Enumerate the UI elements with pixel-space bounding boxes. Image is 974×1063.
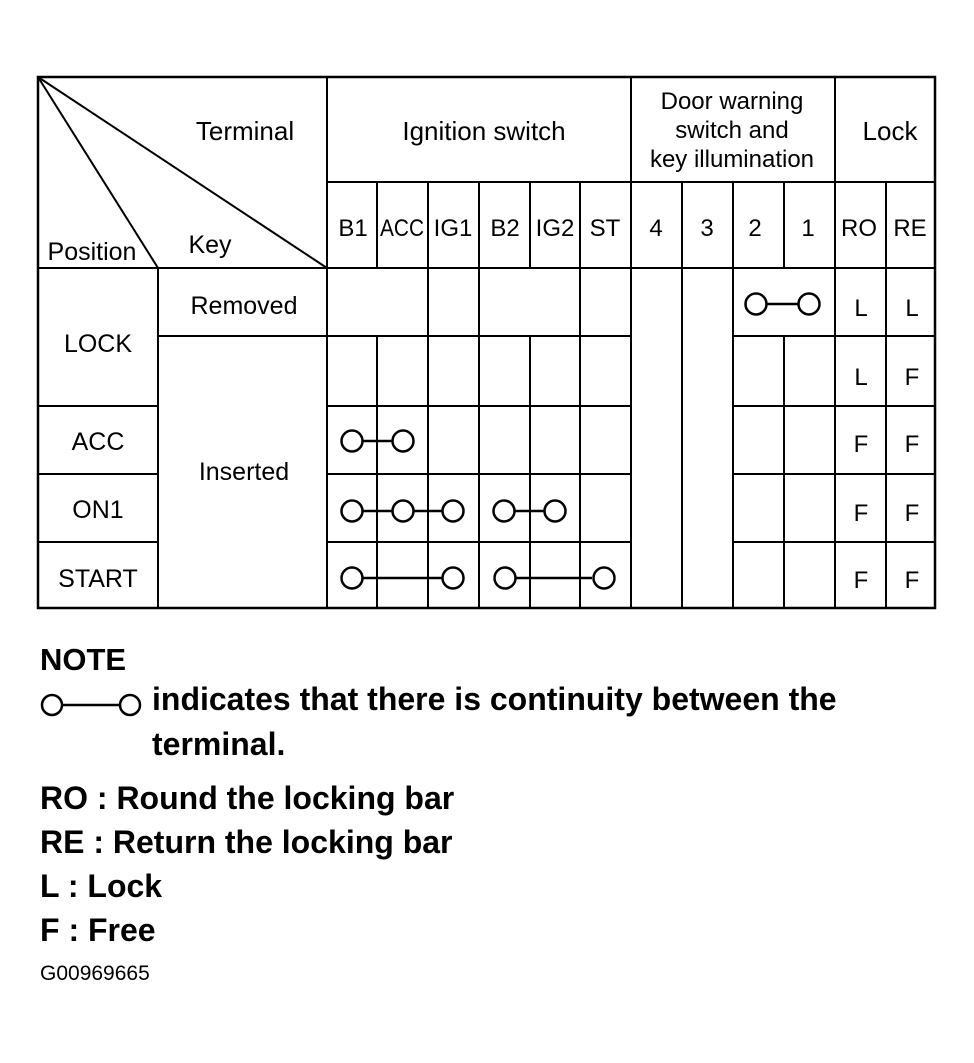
row-acc: ACC — [72, 428, 125, 456]
key-removed: Removed — [191, 292, 298, 320]
terminal-circle — [441, 566, 465, 590]
header-door-warning-3: key illumination — [650, 146, 814, 173]
col-3: 3 — [700, 215, 713, 242]
terminal-circle — [340, 429, 364, 453]
header-ignition-switch: Ignition switch — [402, 116, 565, 146]
lock-re-value: F — [905, 364, 920, 391]
terminal-circle — [492, 499, 516, 523]
lock-re-value: L — [905, 295, 918, 322]
lock-ro-value: F — [854, 500, 869, 527]
note-continuity-line1: indicates that there is continuity betwe… — [152, 681, 837, 717]
terminal-circle — [543, 499, 567, 523]
key-inserted: Inserted — [199, 458, 289, 486]
note-f: F : Free — [40, 912, 156, 948]
continuity-symbol — [40, 693, 142, 717]
terminal-circle — [744, 292, 768, 316]
lock-re-value: F — [905, 431, 920, 458]
continuity-table: Terminal Position Key Ignition switch Do… — [36, 75, 937, 610]
row-on1: ON1 — [72, 496, 123, 524]
header-key: Key — [188, 231, 232, 259]
lock-ro-value: F — [854, 431, 869, 458]
col-ig2: IG2 — [536, 215, 575, 242]
header-door-warning-2: switch and — [675, 117, 788, 144]
terminal-circle — [493, 566, 517, 590]
terminal-circle — [340, 499, 364, 523]
col-2: 2 — [748, 215, 761, 242]
terminal-circle — [797, 292, 821, 316]
row-lock: LOCK — [64, 330, 132, 358]
header-terminal: Terminal — [196, 116, 294, 146]
note-re: RE : Return the locking bar — [40, 824, 453, 860]
col-re: RE — [893, 215, 926, 242]
note-continuity-line2: terminal. — [152, 726, 286, 762]
lock-ro-value: F — [854, 567, 869, 594]
col-ro: RO — [841, 215, 877, 242]
col-st: ST — [590, 215, 621, 242]
terminal-circle — [340, 566, 364, 590]
col-b2: B2 — [490, 215, 519, 242]
lock-ro-value: L — [854, 295, 867, 322]
note-title: NOTE — [40, 642, 127, 677]
terminal-circles — [340, 292, 821, 590]
lock-ro-value: L — [854, 364, 867, 391]
terminal-circle — [441, 499, 465, 523]
col-4: 4 — [649, 215, 662, 242]
col-1: 1 — [801, 215, 814, 242]
lock-re-value: F — [905, 500, 920, 527]
table-grid — [36, 75, 937, 610]
header-position: Position — [48, 238, 137, 266]
header-door-warning-1: Door warning — [661, 88, 804, 115]
col-b1: B1 — [338, 215, 367, 242]
header-lock: Lock — [863, 116, 919, 146]
terminal-circle — [391, 429, 415, 453]
col-acc: ACC — [380, 215, 424, 242]
continuity-links — [362, 302, 799, 580]
row-start: START — [58, 565, 138, 593]
col-ig1: IG1 — [434, 215, 473, 242]
note-ro: RO : Round the locking bar — [40, 780, 455, 816]
lock-re-value: F — [905, 567, 920, 594]
note-l: L : Lock — [40, 868, 163, 904]
figure-code: G00969665 — [40, 962, 150, 985]
terminal-circle — [391, 499, 415, 523]
terminal-circle — [592, 566, 616, 590]
